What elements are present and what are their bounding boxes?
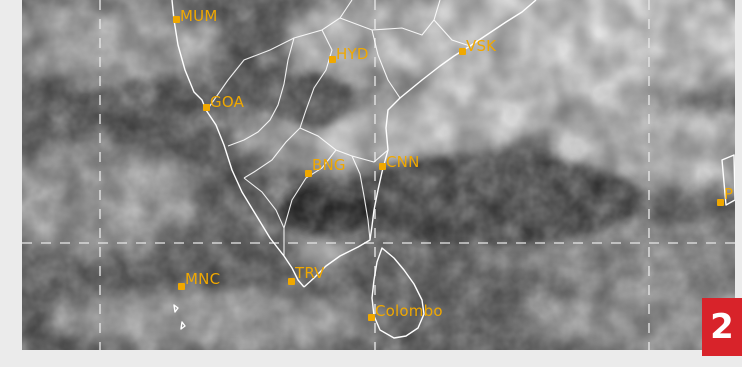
- city-marker-trv[interactable]: [288, 278, 295, 285]
- lat-long-grid: [22, 0, 735, 350]
- city-label-goa: GOA: [210, 93, 245, 111]
- city-marker-hyd[interactable]: [329, 56, 336, 63]
- city-marker-goa[interactable]: [203, 104, 210, 111]
- satellite-imagery: [22, 0, 735, 350]
- city-marker-mum[interactable]: [173, 16, 180, 23]
- shadow-texture: [22, 0, 735, 350]
- city-label-edge: P: [724, 185, 734, 203]
- city-label-vsk: VSK: [466, 37, 497, 55]
- city-marker-vsk[interactable]: [459, 48, 466, 55]
- city-label-colombo: Colombo: [375, 302, 443, 320]
- city-label-mum: MUM: [180, 7, 218, 25]
- city-label-trv: TRV: [295, 264, 325, 282]
- city-label-mnc: MNC: [185, 270, 221, 288]
- city-marker-edge[interactable]: [717, 199, 724, 206]
- city-marker-bng[interactable]: [305, 170, 312, 177]
- number-badge: 2: [702, 298, 742, 356]
- coastlines: [171, 0, 735, 339]
- city-marker-mnc[interactable]: [178, 283, 185, 290]
- city-marker-colombo[interactable]: [368, 314, 375, 321]
- city-label-bng: BNG: [312, 156, 346, 174]
- city-label-hyd: HYD: [336, 45, 369, 63]
- city-marker-cnn[interactable]: [379, 163, 386, 170]
- satellite-map[interactable]: MUM HYD VSK GOA BNG CNN MNC TRV Colombo …: [22, 0, 735, 350]
- city-label-cnn: CNN: [386, 153, 420, 171]
